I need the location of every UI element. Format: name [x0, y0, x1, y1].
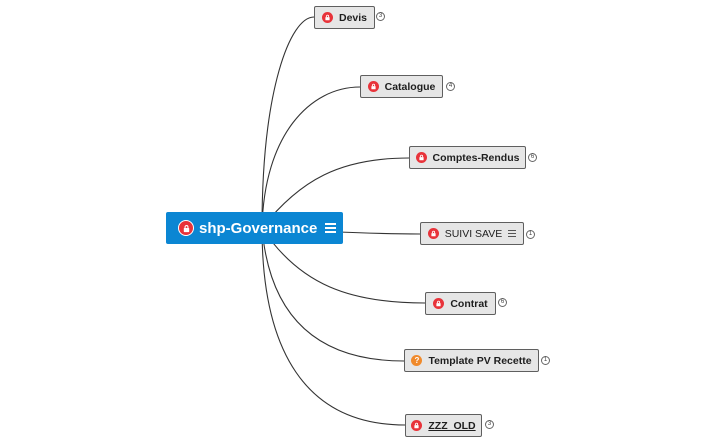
connector-devis [261, 16, 315, 229]
topic-label: Devis [338, 11, 368, 24]
topic-label: ZZZ_OLD [428, 419, 476, 432]
lock-icon [411, 420, 423, 431]
topic-zzz-old[interactable]: ZZZ_OLD [405, 414, 482, 437]
topic-devis[interactable]: Devis [314, 6, 375, 29]
lock-icon [427, 228, 439, 239]
notes-icon[interactable] [325, 223, 337, 233]
topic-label: SUIVI SAVE [444, 227, 503, 240]
connector-template-pv-recette [261, 227, 405, 362]
lock-icon [178, 220, 194, 236]
topic-label: Template PV Recette [428, 354, 532, 367]
topic-contrat[interactable]: Contrat [425, 292, 496, 315]
topic-comptes-rendus[interactable]: Comptes-Rendus [409, 146, 526, 169]
topic-label: Comptes-Rendus [432, 151, 520, 164]
topic-template-pv-recette[interactable]: ? Template PV Recette [404, 349, 539, 372]
subtopic-count-badge[interactable]: 4 [446, 82, 455, 91]
subtopic-count-badge[interactable]: 3 [485, 420, 494, 429]
notes-icon[interactable] [508, 229, 517, 238]
lock-icon [321, 12, 333, 23]
topic-catalogue[interactable]: Catalogue [360, 75, 443, 98]
subtopic-count-badge[interactable]: 1 [526, 230, 535, 239]
connector-contrat [261, 227, 426, 304]
question-icon: ? [411, 355, 423, 366]
lock-icon [415, 152, 427, 163]
subtopic-count-badge[interactable]: 6 [528, 153, 537, 162]
subtopic-count-badge[interactable]: 6 [498, 298, 507, 307]
topic-suivi-save[interactable]: SUIVI SAVE [420, 222, 524, 245]
subtopic-count-badge[interactable]: 1 [541, 356, 550, 365]
lock-icon [367, 81, 379, 92]
topic-label: Contrat [450, 297, 488, 310]
connector-zzz-old [261, 227, 406, 426]
topic-label: Catalogue [384, 80, 436, 93]
lock-icon [433, 298, 445, 309]
connector-catalogue [261, 86, 361, 229]
subtopic-count-badge[interactable]: 3 [376, 12, 385, 21]
central-topic-label: shp-Governance [199, 219, 318, 237]
central-topic-shp-governance[interactable]: shp-Governance [166, 212, 343, 244]
